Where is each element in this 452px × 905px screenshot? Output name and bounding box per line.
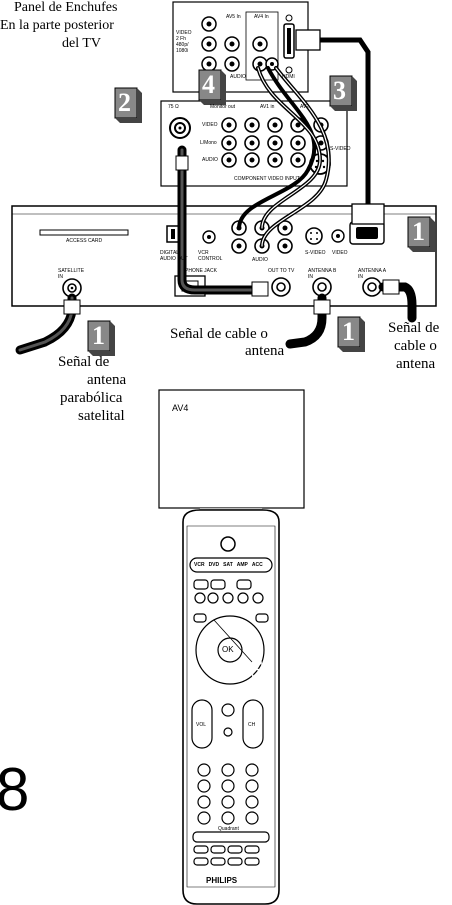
remote-brand: PHILIPS [206,876,238,885]
step-badge-4 [198,69,226,105]
remote-source-row: VCR DVD SAT AMP ACC [194,562,274,568]
out-to-tv-label: OUT TO TV [268,268,295,274]
step-badge-1c [407,216,435,252]
s-video-label: S-VIDEO [330,146,351,152]
audio-label-top: AUDIO [230,74,246,80]
step-number-1c: 1 [412,217,425,246]
satellite-in-label: SATELLITE IN [58,268,85,280]
video-res-label: VIDEO 2 Fh 480p/ 1080i [176,30,192,54]
av4-label: AV4 In [254,14,269,20]
audio-label-mid: AUDIO [202,157,218,163]
ant-75-label: 75 Ω [168,104,179,110]
source-vcr[interactable]: VCR [194,562,205,568]
receiver-s-video-label: S-VIDEO [305,250,326,256]
cable-signal-right-1: Señal de [388,320,440,336]
av1-in-label: AV1 in [260,104,275,110]
phone-jack-label: PHONE JACK [185,268,217,274]
tv-back-panel-middle [160,100,348,187]
antenna-b-label: ANTENNA B IN [308,268,337,280]
sat-signal-line-2: antena [87,372,127,388]
panel-subtitle-2: del TV [62,36,102,51]
step-number-1b: 1 [342,317,355,346]
vcr-control-label: VCR CONTROL [198,250,223,262]
page-mark: 8 [0,756,29,823]
panel-subtitle: En la parte posterior [0,18,114,33]
source-dvd[interactable]: DVD [208,562,220,568]
step-number-2: 2 [118,88,131,117]
av5-label: AV5 In [226,14,241,20]
ch-label: CH [248,722,256,728]
step-badge-1b [337,316,365,352]
cable-signal-mid-1: Señal de cable o [170,326,268,342]
sat-signal-line-3: parabólica [60,390,123,406]
access-card-label: ACCESS CARD [66,238,103,244]
step-badge-2 [114,87,142,123]
step-number-1a: 1 [92,321,105,350]
av2-label: AV2 [300,104,310,110]
screen-channel-label: AV4 [172,403,189,413]
step-number-4: 4 [202,70,215,99]
video-label: VIDEO [202,122,218,128]
receiver-audio-label: AUDIO [252,257,268,263]
cables [15,29,417,355]
cable-signal-right-2: cable o [394,338,437,354]
sat-signal-line-1: Señal de [58,354,110,370]
source-acc[interactable]: ACC [251,562,263,568]
step-badge-3 [329,75,357,111]
panel-title: Panel de Enchufes [14,0,118,15]
ok-button[interactable]: OK [222,645,234,654]
digital-out-label: DIGITAL AUDIO OUT [160,250,188,262]
monitor-out-label: Monitor out [210,104,236,110]
remote-control [182,509,280,905]
sat-signal-line-4: satelital [78,408,125,424]
receiver-video-label: VIDEO [332,250,348,256]
lmono-label: L/Mono [200,140,217,146]
step-number-3: 3 [333,76,346,105]
source-sat[interactable]: SAT [223,562,233,568]
antenna-a-label: ANTENNA A IN [358,268,386,280]
hdmi-label: HDMI [282,74,295,80]
cable-signal-mid-2: antena [245,343,285,359]
step-number-5: 5 [251,656,264,685]
quadrant-label: Quadrant [218,826,239,832]
component-label: COMPONENT VIDEO INPUT [234,176,300,182]
step-badge-1a [87,320,115,356]
cable-signal-right-3: antena [396,356,436,372]
source-amp[interactable]: AMP [236,562,248,568]
vol-label: VOL [196,722,207,728]
